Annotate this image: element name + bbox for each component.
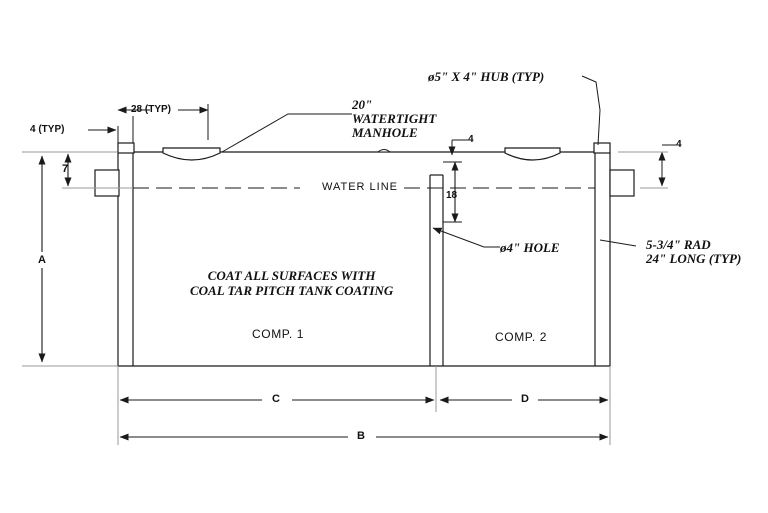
hub-right xyxy=(609,169,635,197)
callout-hole: ø4" HOLE xyxy=(500,240,560,255)
riser-right xyxy=(593,142,611,154)
dim-label-freeboard: 7 xyxy=(62,163,69,175)
callout-radius: 5-3/4" RAD 24" LONG (TYP) xyxy=(646,238,741,266)
manhole-right xyxy=(504,147,561,161)
dim-label-right-top: 4 xyxy=(676,139,682,150)
callout-manhole-line3: MANHOLE xyxy=(352,125,418,140)
callout-coating-line1: COAT ALL SURFACES WITH xyxy=(207,268,376,283)
callout-manhole-line1: 20" xyxy=(352,97,373,112)
dim-28typ-line xyxy=(117,104,209,143)
leader-manhole xyxy=(221,113,352,153)
label-comp-1: COMP. 1 xyxy=(252,327,304,341)
hub-left xyxy=(94,169,120,197)
dim-label-length-overall: B xyxy=(357,430,365,442)
dim-label-height-overall: A xyxy=(37,252,47,268)
deck-fitting xyxy=(370,149,398,153)
dim-label-top-wall-width: 28 (TYP) xyxy=(131,104,172,115)
callout-manhole: 20" WATERTIGHT MANHOLE xyxy=(352,98,436,140)
callout-manhole-line2: WATERTIGHT xyxy=(352,111,437,126)
dim-label-baffle-drop: 18 xyxy=(446,190,458,201)
dim-label-comp1-length: C xyxy=(272,393,280,405)
manhole-left xyxy=(162,147,221,161)
callout-coating-line2: COAL TAR PITCH TANK COATING xyxy=(190,283,394,298)
dim-4-baffle-leader xyxy=(448,139,468,156)
callout-radius-line1: 5-3/4" RAD xyxy=(646,237,711,252)
label-comp-2: COMP. 2 xyxy=(495,330,547,344)
callout-coating: COAT ALL SURFACES WITH COAL TAR PITCH TA… xyxy=(190,268,393,298)
leader-hole xyxy=(432,227,500,248)
leader-hub xyxy=(581,75,601,146)
dim-label-comp2-length: D xyxy=(521,393,529,405)
callout-hub: ø5" X 4" HUB (TYP) xyxy=(428,69,545,84)
dim-18-line xyxy=(443,161,462,223)
riser-left xyxy=(117,142,135,154)
divider-baffle xyxy=(429,174,444,366)
label-water-line: WATER LINE xyxy=(318,181,403,193)
callout-radius-line2: 24" LONG (TYP) xyxy=(646,251,742,266)
leader-radius xyxy=(599,239,637,247)
extension-lines xyxy=(22,151,611,445)
dim-4-right-leader xyxy=(618,144,676,189)
dim-4typ-line xyxy=(88,126,119,152)
dim-label-baffle-top: 4 xyxy=(468,134,474,145)
dim-label-left-offset: 4 (TYP) xyxy=(30,124,65,135)
